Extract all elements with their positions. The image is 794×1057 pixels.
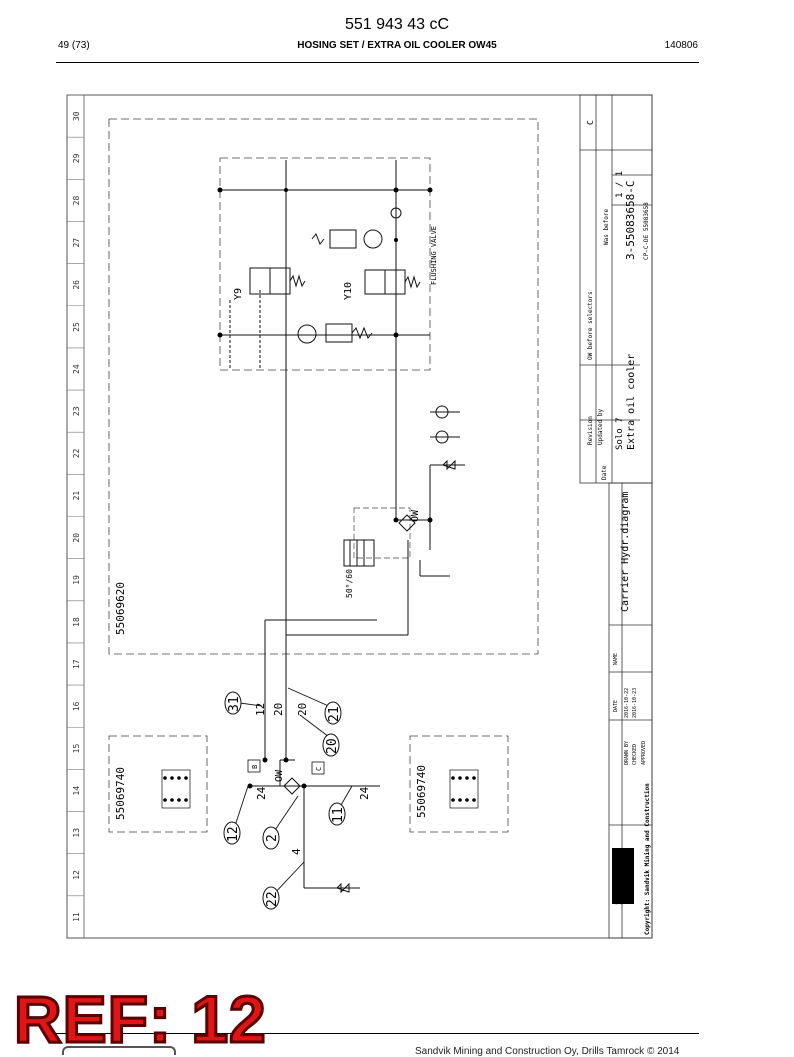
logo-fragment	[62, 1046, 176, 1055]
product-name: Solo 7	[615, 417, 625, 450]
footer-rule	[56, 1033, 699, 1034]
hose-lines	[250, 370, 465, 889]
name-col-label: NAME	[613, 653, 619, 665]
ruler-number: 25	[72, 322, 81, 332]
right-unit-frame	[409, 735, 509, 833]
ruler-number: 23	[72, 406, 81, 416]
ruler-number: 12	[72, 870, 81, 880]
drawing-frame	[66, 94, 653, 939]
hose-24a-label: 24	[255, 786, 268, 800]
flushing-valve-label: FLUSHING VALVE	[430, 226, 438, 285]
ruler-scale: 11 12 13 14 15 16 17 18 19 20 21 22 23 24 25 26 27 28 29 30	[67, 94, 84, 922]
ruler-number: 30	[72, 111, 81, 121]
junction-dots	[217, 187, 433, 338]
date-col-label: DATE	[613, 700, 619, 712]
ruler-number: 27	[72, 238, 81, 248]
ruler-number: 18	[72, 617, 81, 627]
hose-20b-label: 20	[296, 703, 309, 716]
drawing-title: Carrier Hydr.diagram	[620, 492, 631, 612]
drawing-number: 3-55083658-C	[624, 181, 637, 260]
ref-stamp: REF: 12	[13, 982, 268, 1056]
thermo-label: 50°/60	[345, 569, 354, 598]
checked-label: CHECKED	[632, 744, 638, 765]
frame-label-main: 55069620	[114, 582, 127, 635]
cooler-label-2: OW	[274, 769, 285, 782]
callout-12: 12	[226, 826, 241, 842]
connector-matrix-right	[451, 776, 476, 802]
drawn-date: 2016-10-22	[624, 688, 630, 718]
revision-note: OW before selectors	[587, 291, 594, 360]
coolers	[283, 405, 456, 894]
callout-2: 2	[265, 834, 280, 842]
left-unit-frame	[108, 735, 208, 833]
cooler-label: OW	[410, 509, 421, 522]
title-block	[579, 94, 653, 939]
revision-letter: C	[586, 120, 595, 125]
ruler-number: 17	[72, 659, 81, 669]
cooler-frame	[353, 507, 411, 559]
ruler-number: 26	[72, 280, 81, 290]
checked-date: 2016-10-23	[632, 688, 638, 718]
valve-y9-label: Y9	[233, 288, 244, 300]
ruler-number: 29	[72, 153, 81, 163]
hose-dots	[247, 517, 433, 789]
date-label: Date	[601, 465, 608, 480]
sandvik-logo: SANDVIK	[612, 854, 626, 905]
ruler-number: 13	[72, 828, 81, 838]
valve-y10-label: Y10	[343, 282, 354, 300]
hose-4-label: 4	[290, 848, 303, 855]
ruler-number: 24	[72, 364, 81, 374]
callout-22: 22	[265, 891, 280, 907]
main-unit-frame	[108, 118, 539, 655]
header-rule	[56, 62, 699, 63]
approved-label: APPROVED	[641, 741, 647, 765]
company-footer: Sandvik Mining and Construction Oy, Dril…	[415, 1046, 680, 1057]
ruler-number: 16	[72, 701, 81, 711]
ruler-number: 20	[72, 533, 81, 543]
sandvik-logo-bar	[612, 848, 634, 904]
was-before: Was before	[603, 208, 610, 245]
revision-label: Revision	[587, 416, 594, 445]
valve-block-frame	[219, 157, 431, 371]
frame-label-right: 55069740	[415, 765, 428, 818]
frame-label-left: 55069740	[114, 767, 127, 820]
callout-11: 11	[331, 807, 346, 823]
hose-20a-label: 20	[272, 703, 285, 716]
port-c-label: C	[315, 767, 323, 771]
date-code: 140806	[664, 40, 698, 51]
hose-24b-label: 24	[358, 786, 371, 800]
ruler-number: 14	[72, 786, 81, 796]
callout-21: 21	[327, 706, 342, 722]
sheet-number: 1 / 1	[615, 171, 625, 198]
ruler-number: 21	[72, 491, 81, 501]
callout-bubbles	[223, 691, 346, 910]
ruler-number: 22	[72, 448, 81, 458]
hose-12-label: 12	[254, 703, 267, 716]
updated-by-label: Updated by	[597, 408, 604, 445]
drawn-by-label: DRAWN BY	[624, 741, 630, 765]
callout-20: 20	[325, 738, 340, 754]
copyright-line: Copyright: Sandvik Mining and Constructi…	[644, 783, 651, 935]
ruler-number: 19	[72, 575, 81, 585]
connector-matrix-left	[163, 776, 188, 802]
page-counter: 49 (73)	[58, 40, 90, 51]
ruler-number: 11	[72, 912, 81, 922]
drawing-subtitle: Extra oil cooler	[626, 354, 637, 450]
ruler-number: 15	[72, 744, 81, 754]
port-b-label: B	[251, 765, 259, 769]
page-title: HOSING SET / EXTRA OIL COOLER OW45	[297, 40, 497, 51]
callout-31: 31	[227, 696, 242, 712]
part-reference: CP-C-DE 55083658	[643, 202, 650, 260]
valve-block-lines	[220, 160, 430, 370]
ruler-number: 28	[72, 196, 81, 206]
document-number: 551 943 43 cC	[344, 16, 450, 33]
